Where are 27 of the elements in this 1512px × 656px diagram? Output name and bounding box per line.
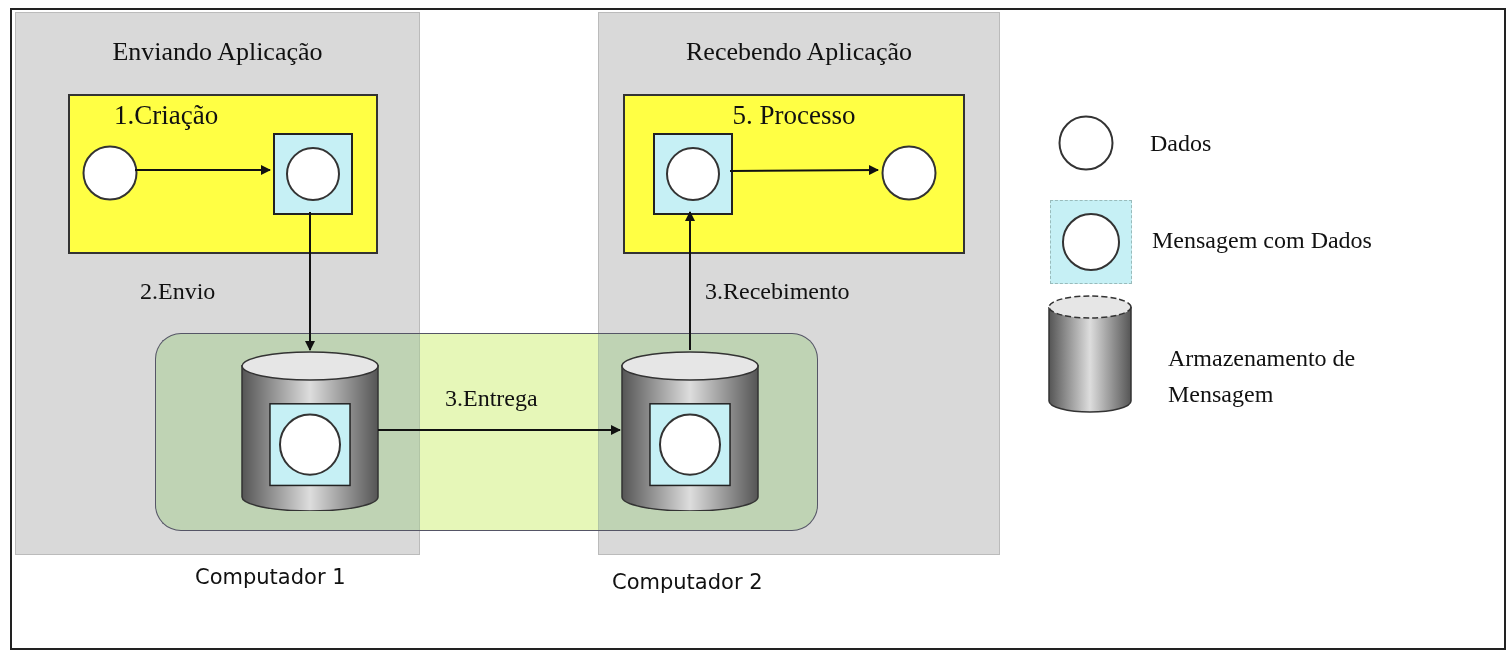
- arrow: [305, 211, 315, 351]
- data-circle: [82, 145, 138, 201]
- arrow: [729, 165, 879, 176]
- arrow: [134, 165, 271, 175]
- step-label: 5. Processo: [731, 100, 857, 131]
- legend-text: Dados: [1150, 129, 1213, 158]
- computer-label: Computador 1: [195, 565, 346, 589]
- edge-label: 3.Entrega: [445, 385, 538, 412]
- storage-cylinder: [241, 351, 379, 511]
- message-box: [653, 133, 733, 215]
- edge-label: 3.Recebimento: [705, 278, 850, 305]
- step-label: 1.Criação: [114, 100, 219, 131]
- arrow: [377, 425, 621, 435]
- legend-text: Armazenamento de Mensagem: [1168, 344, 1357, 409]
- data-circle: [881, 145, 937, 201]
- storage-cylinder: [621, 351, 759, 511]
- application-panel: [15, 12, 420, 555]
- legend-text: Mensagem com Dados: [1152, 226, 1373, 255]
- computer-label: Computador 2: [612, 570, 763, 594]
- application-panel: [598, 12, 1000, 555]
- panel-title: Recebendo Aplicação: [685, 37, 913, 67]
- process-box: [623, 94, 965, 254]
- arrow: [685, 211, 695, 351]
- process-box: [68, 94, 378, 254]
- edge-label: 2.Envio: [140, 278, 216, 305]
- panel-title: Enviando Aplicação: [111, 37, 324, 67]
- message-box: [273, 133, 353, 215]
